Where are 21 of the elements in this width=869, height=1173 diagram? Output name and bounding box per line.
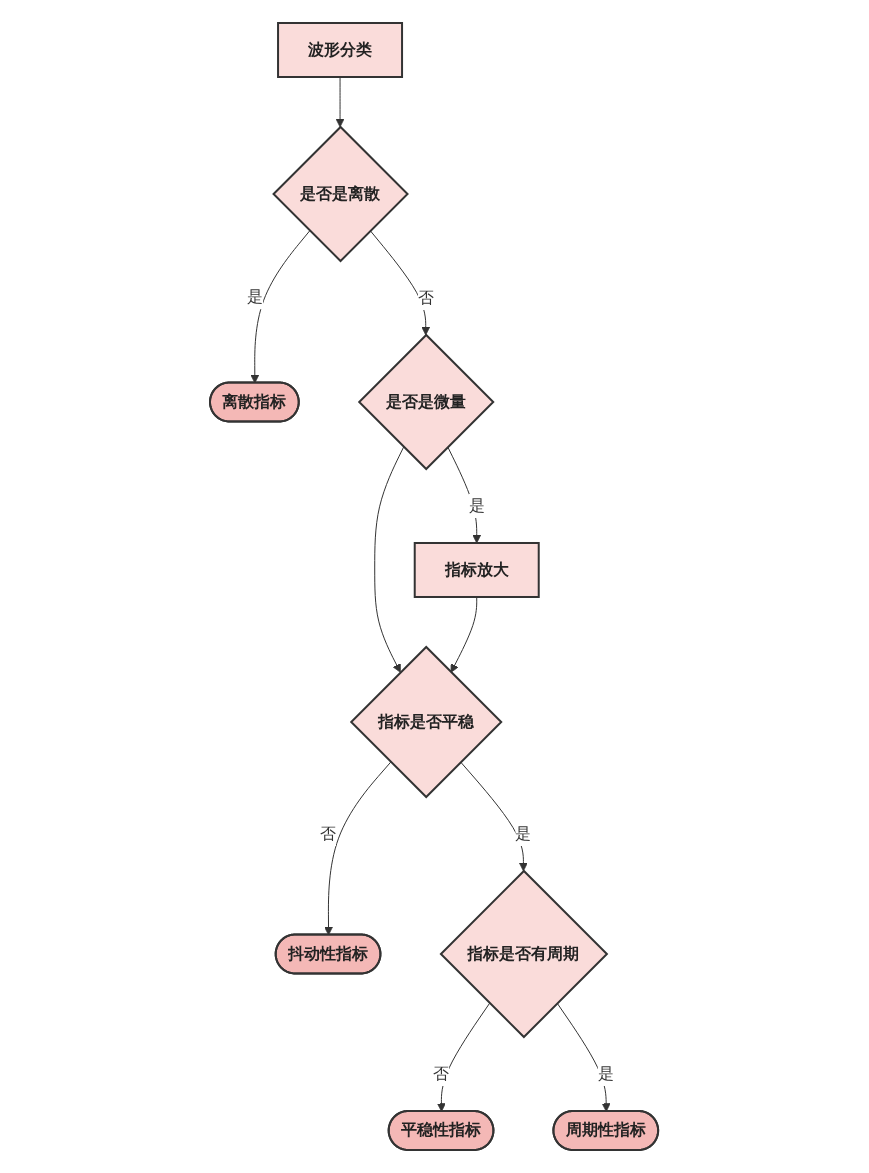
arrow — [451, 596, 478, 673]
edge-label: 否 — [320, 823, 337, 843]
edge-label: 是 — [247, 287, 264, 307]
node-diamond: 指标是否有周期 — [439, 869, 609, 1039]
arrow — [250, 230, 311, 384]
arrow — [336, 76, 345, 128]
arrow — [374, 446, 405, 673]
node-diamond: 是否是微量 — [358, 333, 496, 471]
edge-label: 是 — [469, 495, 486, 515]
arrow — [370, 230, 431, 336]
edge-label: 是 — [598, 1063, 615, 1083]
node-diamond: 是否是离散 — [272, 125, 410, 263]
node-diamond: 指标是否平稳 — [350, 645, 504, 799]
node-box: 波形分类 — [277, 22, 404, 78]
arrow — [460, 761, 529, 872]
node-box: 指标放大 — [414, 542, 541, 598]
edge-label: 否 — [418, 288, 435, 307]
arrow — [437, 1002, 491, 1112]
edge-label: 否 — [433, 1063, 450, 1083]
edge-label: 是 — [515, 823, 532, 843]
arrow — [324, 761, 392, 936]
